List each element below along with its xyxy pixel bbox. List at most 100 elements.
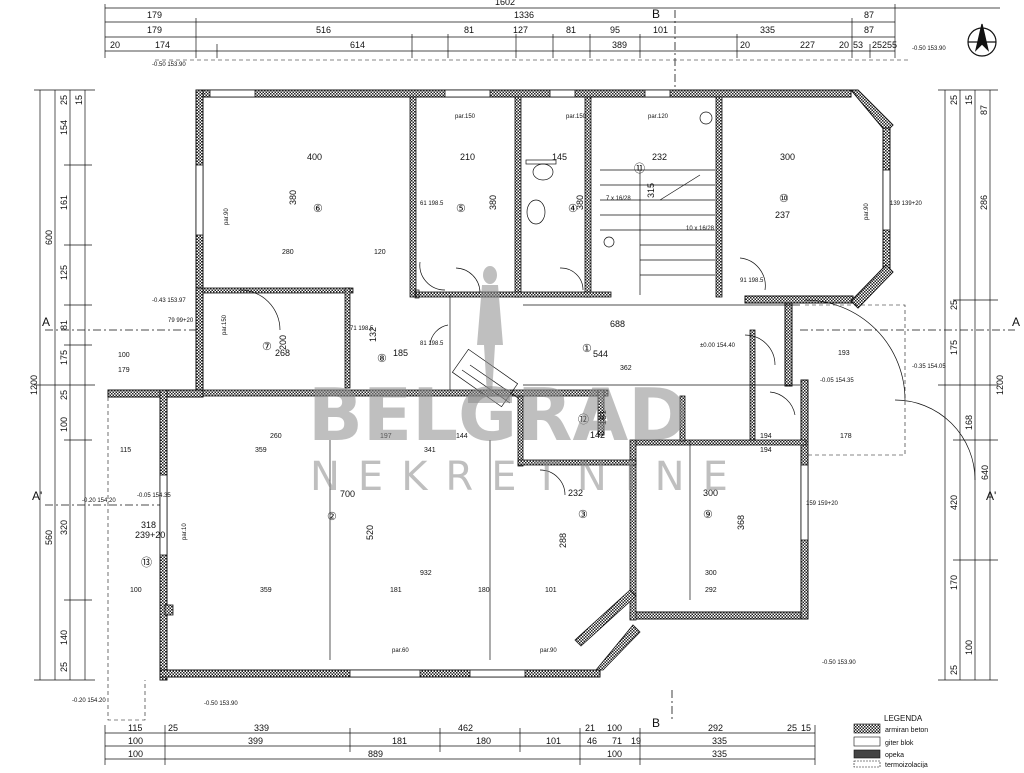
opening-label: par.120: [648, 114, 669, 120]
room-number: ⑨: [703, 509, 713, 521]
room-height: 200: [278, 335, 288, 350]
room-height: 544: [593, 349, 608, 359]
dim-overall-top: 1602: [495, 0, 515, 7]
room-height: 380: [488, 195, 498, 210]
legend-title: LEGENDA: [884, 714, 923, 723]
terraces: [107, 59, 910, 721]
interior-dim: 100: [118, 352, 130, 359]
interior-dim: 359: [255, 447, 267, 454]
room-width: 145: [552, 152, 567, 162]
dim-text: 127: [513, 25, 528, 35]
dim-text: 320: [59, 520, 69, 535]
opening-label: 79 99+20: [168, 318, 194, 324]
dim-text: 560: [44, 530, 54, 545]
dim-text: 81: [464, 25, 474, 35]
opening-label: par.90: [224, 208, 230, 225]
room-height: 380: [575, 195, 585, 210]
interior-dim: 194: [760, 447, 772, 454]
dim-text: 53: [853, 40, 863, 50]
elevation-mark: -0.50 153.90: [822, 660, 856, 666]
legend-item: giter blok: [885, 740, 914, 747]
dim-text: 154: [59, 120, 69, 135]
legend-swatch-block: [853, 736, 881, 747]
watermark-figure-icon: [468, 266, 512, 403]
dim-text: 286: [979, 195, 989, 210]
dim-text: 1200: [995, 375, 1005, 395]
room-width: 318: [141, 520, 156, 530]
legend-swatch-concrete: [853, 723, 881, 734]
section-markers: [45, 10, 1015, 722]
legend-item: armiran beton: [885, 727, 928, 734]
legend-swatch-insulation: [853, 760, 881, 768]
dim-text: 140: [59, 630, 69, 645]
elevation-mark: ±0.00 154.40: [700, 343, 736, 349]
bottom-dimension-texts: 115 25 339 462 21 100 292 25 15 100 399 …: [128, 723, 811, 759]
right-dimension-lines: [938, 89, 998, 681]
section-letters: A A A' A' B B: [32, 7, 1020, 730]
dim-text: 179: [147, 25, 162, 35]
dim-text: 125: [59, 265, 69, 280]
room-height: 181: [598, 410, 608, 425]
dim-text: 46: [587, 736, 597, 746]
dim-text: 15: [964, 95, 974, 105]
room-width: 300: [703, 488, 718, 498]
room-number: ⑫: [578, 413, 589, 426]
dim-text: 25: [949, 95, 959, 105]
elevation-mark: -0.05 154.35: [137, 493, 171, 499]
dim-text: 168: [964, 415, 974, 430]
elevation-mark: -0.20 154.20: [82, 498, 116, 504]
dim-text: 81: [566, 25, 576, 35]
left-dimension-texts: 1200 600 560 25 15 154 161 125 81 175 25…: [29, 95, 84, 672]
room-number: ⑥: [313, 203, 323, 215]
dim-text: 87: [864, 10, 874, 20]
interior-dim: 179: [118, 367, 130, 374]
dim-text: 81: [59, 320, 69, 330]
section-mark: A': [986, 489, 996, 503]
room-height: 237: [775, 210, 790, 220]
room-height: 520: [365, 525, 375, 540]
watermark: BELGRAD NEKRETNINE: [308, 266, 728, 500]
opening-labels: par.150 par.150 par.120 par.90 par.90 pa…: [168, 114, 923, 654]
dim-text: 100: [128, 736, 143, 746]
dim-text: 174: [155, 40, 170, 50]
dim-text: 71: [612, 736, 622, 746]
dim-text: 420: [949, 495, 959, 510]
dim-text: 339: [254, 723, 269, 733]
interior-dim: 280: [282, 249, 294, 256]
dim-text: 15: [74, 95, 84, 105]
dim-text: 399: [248, 736, 263, 746]
room-width: 688: [610, 319, 625, 329]
dim-text: 179: [147, 10, 162, 20]
interior-dim: 194: [760, 433, 772, 440]
door-swings: [239, 257, 976, 496]
room-labels: ⑥ 400 380 ⑤ 210 380 ④ 145 380 ⑪ 232 315 …: [135, 152, 795, 569]
dim-text: 180: [476, 736, 491, 746]
dim-text: 170: [949, 575, 959, 590]
opening-label: par.60: [392, 648, 409, 654]
left-dimension-lines: [34, 89, 95, 681]
room-number: ⑩: [779, 193, 789, 205]
section-mark: A: [1012, 315, 1020, 329]
dim-text: 100: [59, 417, 69, 432]
dim-text: 21: [585, 723, 595, 733]
elevation-mark: -0.43 153.97: [152, 298, 186, 304]
opening-label: par.10: [182, 523, 188, 540]
room-height: 380: [288, 190, 298, 205]
top-dimension-texts: 1602 179 1336 87 179 516 81 127 81 95 10…: [110, 0, 897, 50]
room-height: 185: [393, 348, 408, 358]
room-width: 300: [780, 152, 795, 162]
room-number: ③: [578, 509, 588, 521]
dim-text: 15: [801, 723, 811, 733]
elevation-mark: -0.05 154.35: [820, 378, 854, 384]
interior-dim: 100: [130, 587, 142, 594]
dim-text: 335: [712, 749, 727, 759]
interior-dim: 115: [120, 447, 131, 454]
room-width: 142: [590, 430, 605, 440]
dim-text: 25: [168, 723, 178, 733]
room-width: 232: [652, 152, 667, 162]
dim-text: 25: [872, 40, 882, 50]
interior-dim: 341: [424, 447, 436, 454]
dim-text: 640: [980, 465, 990, 480]
elevation-mark: -0.50 153.90: [912, 46, 946, 52]
